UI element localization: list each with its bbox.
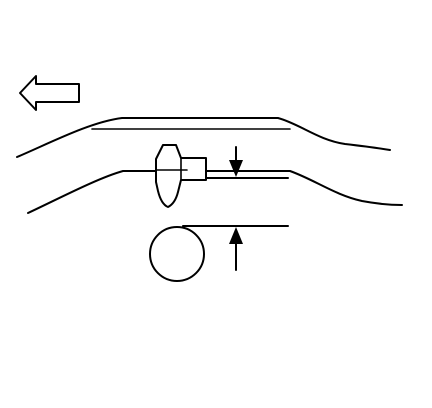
clearance-arrow-up-icon <box>229 227 243 271</box>
fastener-clip <box>155 144 207 208</box>
clearance-arrow-down-icon <box>229 146 243 177</box>
upper-panel-outline <box>16 117 391 158</box>
round-component <box>149 226 205 282</box>
lower-panel-outline <box>27 170 403 214</box>
direction-arrow-icon <box>19 75 80 111</box>
